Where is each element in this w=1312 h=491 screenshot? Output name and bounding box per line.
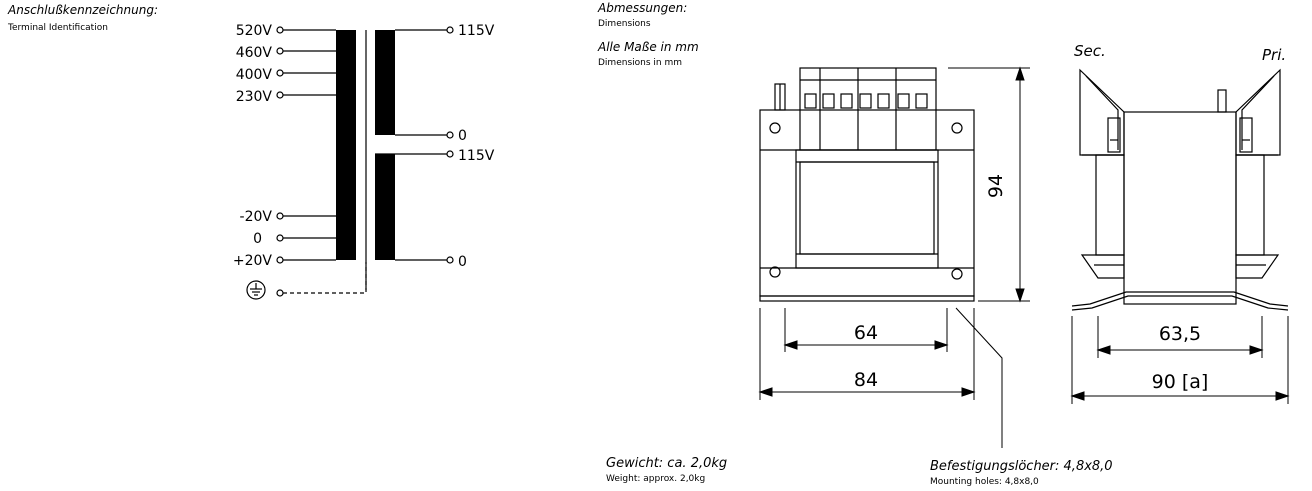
output-label-0-mid: 0 [458,128,467,144]
dimensions-section: Abmessungen: Dimensions Alle Maße in mm … [597,1,1290,487]
primary-tap-leads [276,26,336,99]
dimension-side-inner-63-5: 63,5 [1159,323,1201,345]
units-note-en: Dimensions in mm [598,58,682,68]
tap-label-400v: 400V [236,67,273,83]
terminal-520v [276,26,284,34]
front-hole-bottom-right [951,268,963,280]
dimension-height-94: 94 [985,174,1007,198]
tap-label-0: 0 [253,231,262,247]
mounting-holes-label-en: Mounting holes: 4,8x8,0 [930,477,1039,487]
terminal-plus20v [276,256,284,264]
secondary-core-bar-lower [375,154,395,260]
secondary-tap-leads [276,212,336,264]
front-dimensions [758,66,1030,448]
ground-dashed-link [283,262,367,294]
front-view [759,67,975,302]
mounting-holes-label-de: Befestigungslöcher: 4,8x8,0 [930,459,1113,474]
dimension-front-inner-64: 64 [854,322,878,344]
side-view [1071,68,1289,311]
terminal-out-115v-top [446,26,454,34]
front-hole-top-right [951,122,963,134]
weight-label-de: Gewicht: ca. 2,0kg [606,456,727,471]
dimension-front-outer-84: 84 [854,369,878,391]
terminal-230v [276,91,284,99]
dimension-side-outer-90a: 90 [a] [1152,371,1209,393]
terminal-block [799,67,937,151]
secondary-core-bar-upper [375,30,395,135]
tap-label-minus20v: -20V [240,209,273,225]
tap-label-plus20v: +20V [233,253,273,269]
terminal-identification-section: Anschlußkennzeichnung: Terminal Identifi… [7,3,495,300]
side-view-pri-label: Pri. [1262,46,1286,64]
tap-label-230v: 230V [236,89,273,105]
primary-core-bar [336,30,356,260]
terminal-0 [276,234,284,242]
terminal-out-115v-mid [446,150,454,158]
side-view-sec-label: Sec. [1074,42,1106,60]
terminal-460v [276,47,284,55]
terminal-400v [276,69,284,77]
dimensions-title-en: Dimensions [598,19,651,29]
terminal-ground [276,289,284,297]
output-label-115v-mid: 115V [458,148,495,164]
dimensions-title-de: Abmessungen: [597,1,687,15]
units-note-de: Alle Maße in mm [597,40,699,54]
terminal-out-0-mid [446,131,454,139]
ground-icon [246,280,266,300]
terminal-title-en: Terminal Identification [7,23,108,33]
weight-label-en: Weight: approx. 2,0kg [606,474,705,484]
output-label-0-bottom: 0 [458,254,467,270]
terminal-out-0-bottom [446,256,454,264]
tap-label-520v: 520V [236,23,273,39]
front-hole-top-left [769,122,781,134]
front-hole-bottom-left [769,266,781,278]
side-dimensions [1070,316,1290,404]
tap-label-460v: 460V [236,45,273,61]
terminal-title-de: Anschlußkennzeichnung: [7,3,158,17]
output-label-115v-top: 115V [458,23,495,39]
terminal-minus20v [276,212,284,220]
output-leads [375,26,454,264]
